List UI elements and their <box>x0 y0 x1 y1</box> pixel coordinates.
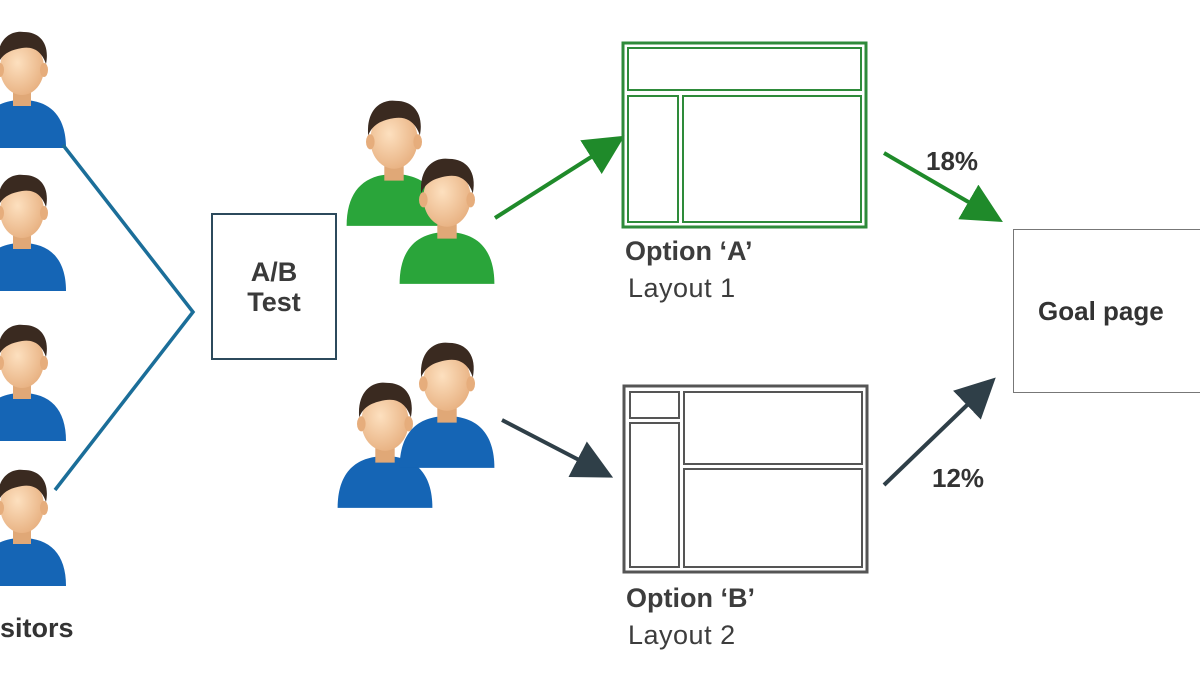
arrow-a-to-goal-icon <box>882 151 1003 223</box>
goal-page-box: Goal page <box>1013 229 1200 393</box>
option-a-layout-label: Layout 1 <box>628 273 736 303</box>
option-a-conversion-rate: 18% <box>926 146 979 176</box>
visitor-column <box>0 31 66 586</box>
goal-page-label: Goal page <box>1038 295 1164 326</box>
option-a-title: Option ‘A’ <box>625 236 753 266</box>
group-b-person-group-icon <box>337 342 495 508</box>
ab-test-label: A/B Test <box>247 256 301 317</box>
layout-1-wireframe-icon <box>621 41 868 229</box>
group-a-person-group-icon <box>346 100 495 284</box>
visitor-person-icon <box>0 31 66 149</box>
option-b-title: Option ‘B’ <box>626 583 755 613</box>
option-b-conversion-rate: 12% <box>932 463 985 493</box>
arrow-to-option-a-icon <box>493 135 625 220</box>
visitor-person-icon <box>0 174 66 291</box>
ab-test-box: A/B Test <box>211 213 337 360</box>
arrow-to-option-b-icon <box>501 418 614 478</box>
option-b-layout-label: Layout 2 <box>628 620 736 650</box>
arrow-b-to-goal-icon <box>882 377 996 487</box>
visitor-split-lines <box>53 143 196 492</box>
visitors-label: sitors <box>0 613 74 643</box>
visitor-person-icon <box>0 324 66 441</box>
layout-2-wireframe-icon <box>622 384 869 574</box>
